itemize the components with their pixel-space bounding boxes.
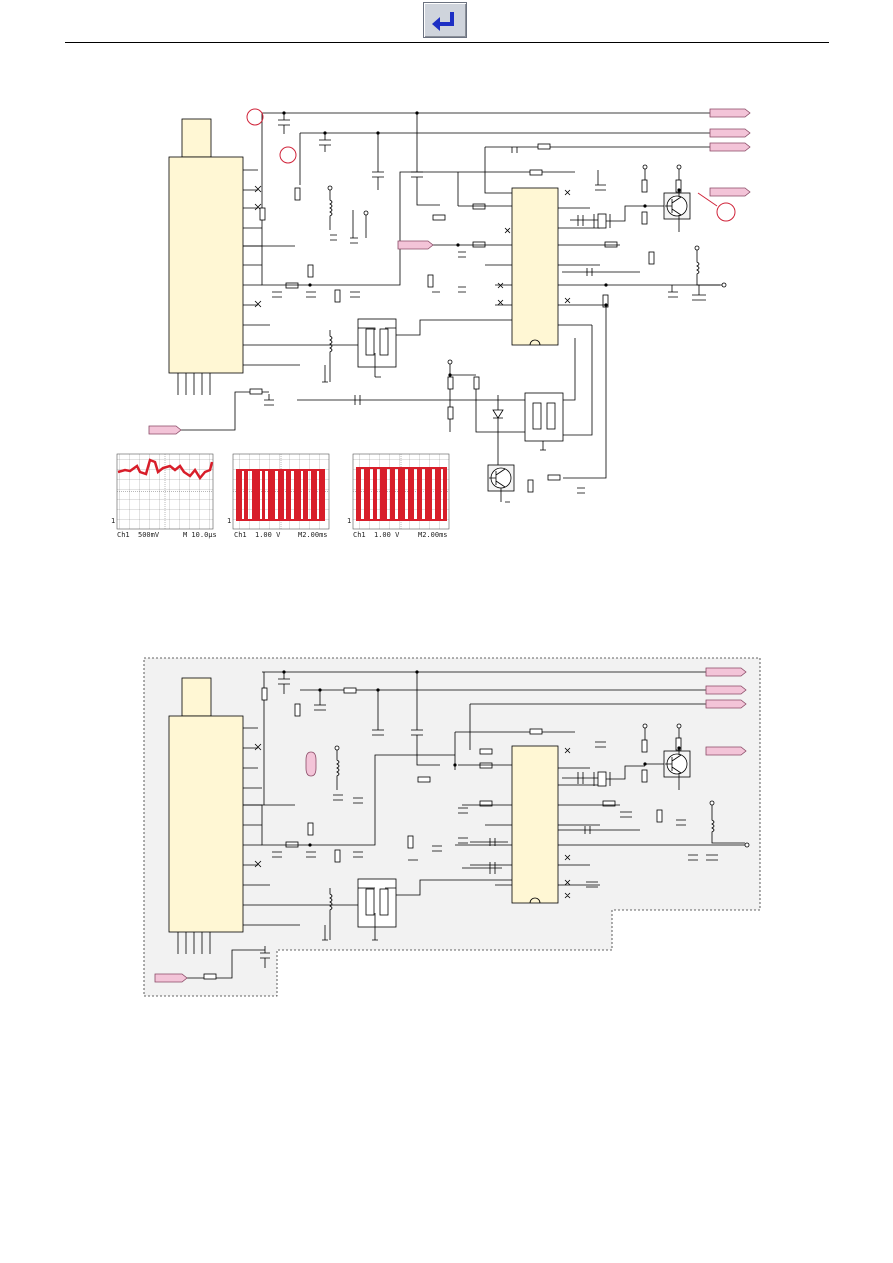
header-rule (65, 42, 829, 43)
back-arrow-icon (432, 12, 454, 31)
scope-1: 1 Ch1 500mV M 10.0μs (111, 453, 217, 539)
scope-1-marker: 1 (111, 517, 115, 525)
test-point-markers (246, 108, 736, 222)
scope-3: 1 Ch1 1.00 V M2.00ms (347, 453, 450, 539)
tuner-can-2 (181, 677, 212, 717)
junctions (282, 111, 681, 377)
scope-3-marker: 1 (347, 517, 351, 525)
bottom-connectors (154, 667, 747, 983)
ic-chip-2 (511, 745, 559, 904)
scope-2-time: M2.00ms (298, 531, 328, 539)
scope-1-volts: 500mV (138, 531, 160, 539)
tuner-module (168, 156, 244, 374)
top-connectors (148, 108, 751, 435)
back-button[interactable] (423, 2, 467, 38)
scope-1-channel: Ch1 (117, 531, 130, 539)
scope-1-time: M 10.0μs (183, 531, 217, 539)
scope-2-channel: Ch1 (234, 531, 247, 539)
scope-2-volts: 1.00 V (255, 531, 281, 539)
scope-3-volts: 1.00 V (374, 531, 400, 539)
top-schematic (168, 112, 727, 503)
tuner-can (181, 118, 212, 158)
ic-chip (511, 187, 559, 346)
scope-2: 1 Ch1 1.00 V M2.00ms (227, 453, 330, 539)
scope-3-time: M2.00ms (418, 531, 448, 539)
tuner-module-2 (168, 715, 244, 933)
shielded-area (143, 657, 761, 997)
bottom-schematic (168, 671, 750, 980)
junctions-2 (282, 670, 681, 847)
scope-3-channel: Ch1 (353, 531, 366, 539)
scope-2-marker: 1 (227, 517, 231, 525)
